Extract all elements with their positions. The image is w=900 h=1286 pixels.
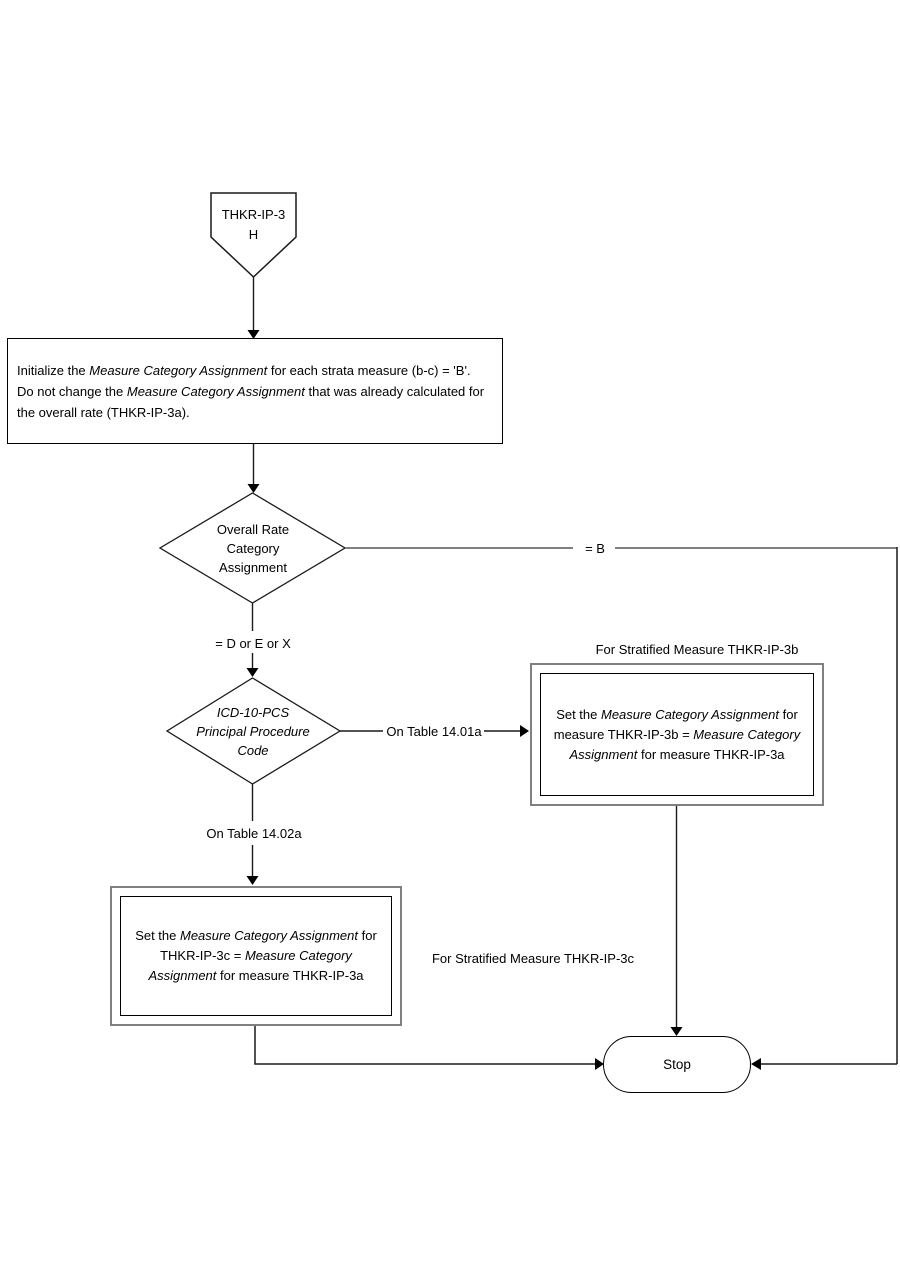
set3b-line1: Set the Measure Category Assignment for bbox=[556, 706, 798, 722]
stop-label: Stop bbox=[663, 1057, 691, 1072]
set3b-line2: measure THKR-IP-3b = Measure Category bbox=[553, 726, 801, 742]
branch-label-eq-b: = B bbox=[585, 541, 605, 556]
arrowhead-into-decision1 bbox=[247, 484, 260, 493]
process-initialize-box: Initialize the Measure Category Assignme… bbox=[7, 338, 503, 444]
title-stratified-measure-3c: For Stratified Measure THKR-IP-3c bbox=[431, 951, 635, 966]
terminator-stop: Stop bbox=[603, 1036, 751, 1093]
offpage-connector-shape bbox=[210, 192, 297, 279]
branch-label-table-1401a: On Table 14.01a bbox=[386, 724, 482, 739]
arrowhead-into-decision2 bbox=[246, 668, 259, 677]
init-line3: the overall rate (THKR-IP-3a). bbox=[17, 404, 190, 420]
process-set-3b-inner: Set the Measure Category Assignment for … bbox=[540, 673, 814, 796]
decision-overall-rate-label: Overall Rate Category Assignment bbox=[216, 522, 290, 575]
process-set-3c-inner: Set the Measure Category Assignment for … bbox=[120, 896, 392, 1016]
offpage-connector-label: THKR-IP-3 H bbox=[221, 207, 286, 242]
arrowhead-into-init-box bbox=[247, 330, 260, 339]
title-stratified-measure-3b: For Stratified Measure THKR-IP-3b bbox=[595, 642, 799, 657]
set3b-line3: Assignment for measure THKR-IP-3a bbox=[569, 746, 785, 762]
arrowhead-into-stop-left bbox=[595, 1058, 604, 1070]
set3c-line3: Assignment for measure THKR-IP-3a bbox=[148, 968, 364, 983]
branch-label-eq-d-e-x: = D or E or X bbox=[215, 636, 291, 651]
arrowhead-into-stop-right bbox=[751, 1058, 761, 1070]
init-line1: Initialize the Measure Category Assignme… bbox=[17, 362, 471, 378]
set3c-line2: THKR-IP-3c = Measure Category bbox=[160, 948, 352, 963]
init-line2: Do not change the Measure Category Assig… bbox=[17, 383, 485, 399]
arrowhead-into-box3c bbox=[246, 876, 259, 885]
arrowhead-into-box3b bbox=[520, 725, 529, 737]
branch-label-table-1402a: On Table 14.02a bbox=[206, 826, 302, 841]
flow-line-box3c-to-stop bbox=[254, 1026, 596, 1065]
decision-icd-code-label: ICD-10-PCS Principal Procedure Code bbox=[196, 705, 310, 758]
arrowhead-into-stop-top bbox=[670, 1027, 683, 1036]
set3c-line1: Set the Measure Category Assignment for bbox=[135, 928, 377, 943]
process-set-3b-box: Set the Measure Category Assignment for … bbox=[530, 663, 824, 806]
process-set-3c-box: Set the Measure Category Assignment for … bbox=[110, 886, 402, 1026]
